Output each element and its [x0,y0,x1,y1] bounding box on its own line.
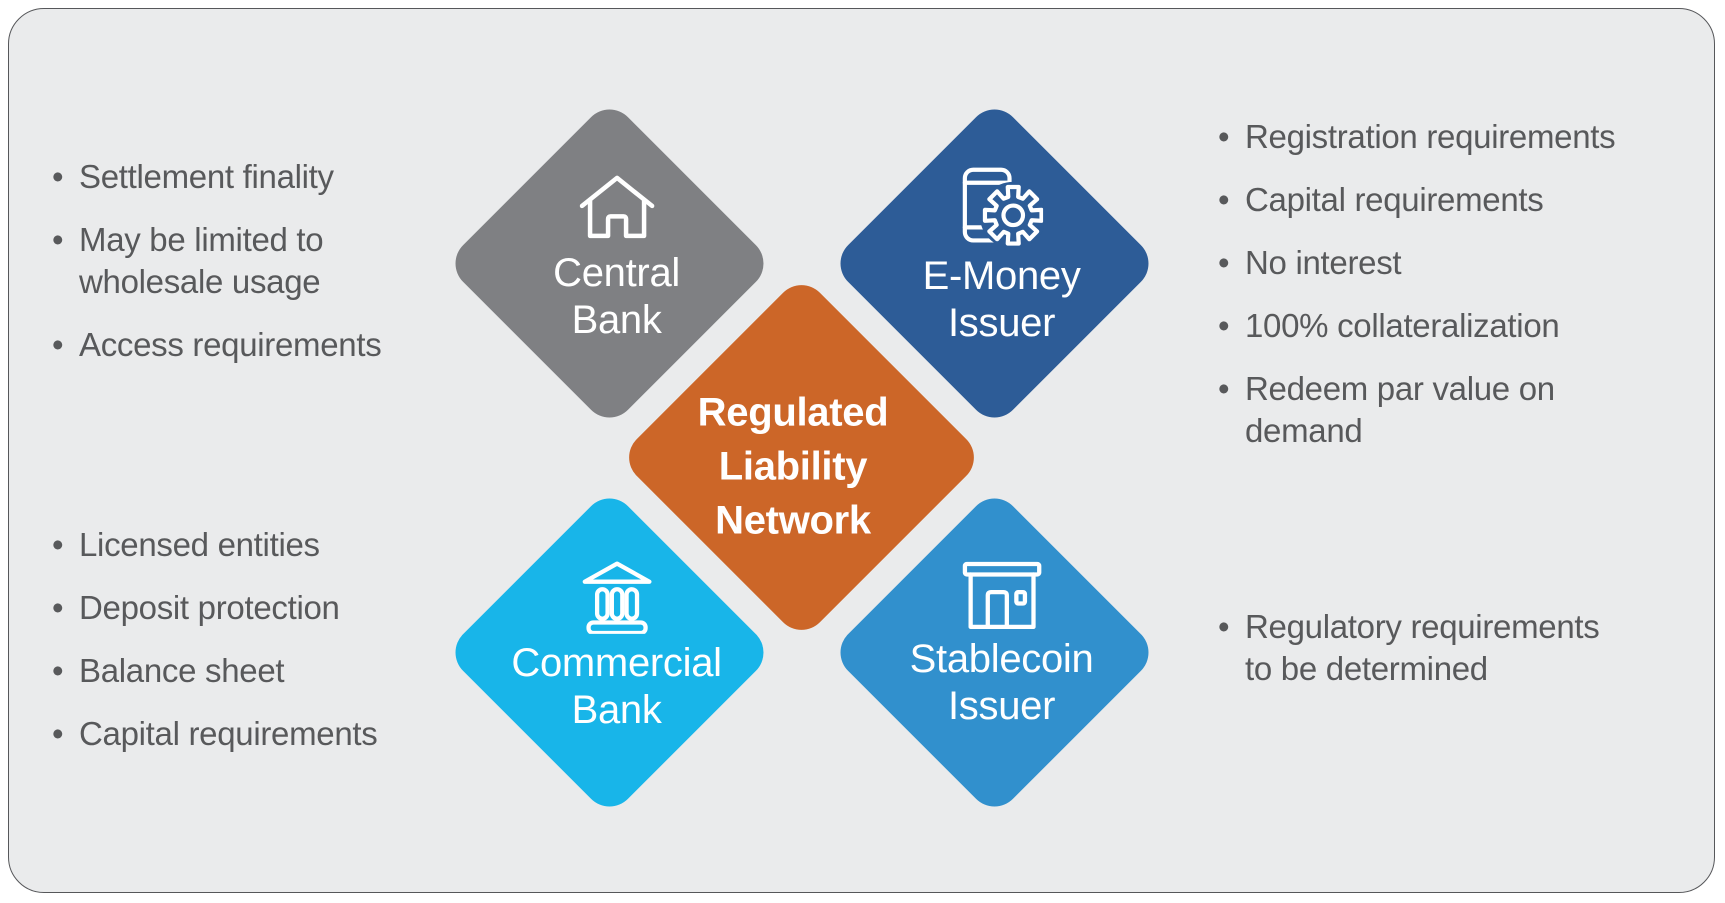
bullet-glyph: • [52,652,64,689]
central-bank-notes-list: • Settlement finality • May be limited t… [52,156,419,387]
central-bank-label: Central Bank [553,250,680,342]
house-icon [579,175,654,238]
note-item: • Redeem par value on demand [1218,368,1648,452]
commercial-bank-diamond: Commercial Bank [444,487,775,818]
note-item: • Regulatory requirements to be determin… [1218,606,1623,690]
e-money-issuer-label: E-Money Issuer [922,253,1081,345]
bullet-glyph: • [52,715,64,752]
stablecoin-issuer-diamond: Stablecoin Issuer [829,487,1160,818]
stablecoin-issuer-label: Stablecoin Issuer [909,636,1094,728]
bullet-glyph: • [1218,307,1230,344]
e-money-issuer-notes-list: • Registration requirements • Capital re… [1218,116,1648,473]
note-text: Capital requirements [1245,181,1544,218]
bullet-glyph: • [1218,118,1230,155]
note-text: No interest [1245,244,1402,281]
note-text: Regulatory requirements to be determined [1245,608,1600,687]
phone-gear-icon [962,167,1043,247]
central-bank-diamond-content: Central Bank [500,140,733,373]
note-text: Deposit protection [79,589,340,626]
note-item: • Capital requirements [52,713,419,755]
note-text: 100% collateralization [1245,307,1560,344]
note-item: • Balance sheet [52,650,419,692]
note-text: Capital requirements [79,715,378,752]
note-item: • Capital requirements [1218,179,1648,221]
stablecoin-issuer-diamond-content: Stablecoin Issuer [885,529,1118,762]
note-item: • Access requirements [52,324,419,366]
note-item: • Deposit protection [52,587,419,629]
note-item: • May be limited to wholesale usage [52,219,419,303]
note-item: • No interest [1218,242,1648,284]
bullet-glyph: • [52,221,64,258]
commercial-bank-diamond-content: Commercial Bank [500,529,733,762]
central-bank-diamond: Central Bank [444,98,775,429]
note-text: Access requirements [79,326,382,363]
commercial-bank-notes-list: • Licensed entities • Deposit protection… [52,524,419,776]
commercial-bank-label: Commercial Bank [511,640,722,732]
note-item: • Registration requirements [1218,116,1648,158]
note-text: Redeem par value on demand [1245,370,1555,449]
bullet-glyph: • [52,158,64,195]
bank-columns-icon [582,560,652,634]
bullet-glyph: • [52,526,64,563]
note-item: • Licensed entities [52,524,419,566]
bullet-glyph: • [52,326,64,363]
bullet-glyph: • [1218,370,1230,407]
regulated-liability-network-label: Regulated Liability Network [697,389,889,542]
note-text: Settlement finality [79,158,334,195]
note-text: Licensed entities [79,526,320,563]
note-item: • Settlement finality [52,156,419,198]
bullet-glyph: • [52,589,64,626]
storefront-icon [962,561,1041,630]
note-text: Balance sheet [79,652,285,689]
note-text: Registration requirements [1245,118,1616,155]
stablecoin-issuer-notes-list: • Regulatory requirements to be determin… [1218,606,1623,711]
bullet-glyph: • [1218,181,1230,218]
e-money-issuer-diamond-content: E-Money Issuer [885,140,1118,373]
bullet-glyph: • [1218,608,1230,645]
note-text: May be limited to wholesale usage [79,221,324,300]
e-money-issuer-diamond: E-Money Issuer [829,98,1160,429]
bullet-glyph: • [1218,244,1230,281]
note-item: • 100% collateralization [1218,305,1648,347]
